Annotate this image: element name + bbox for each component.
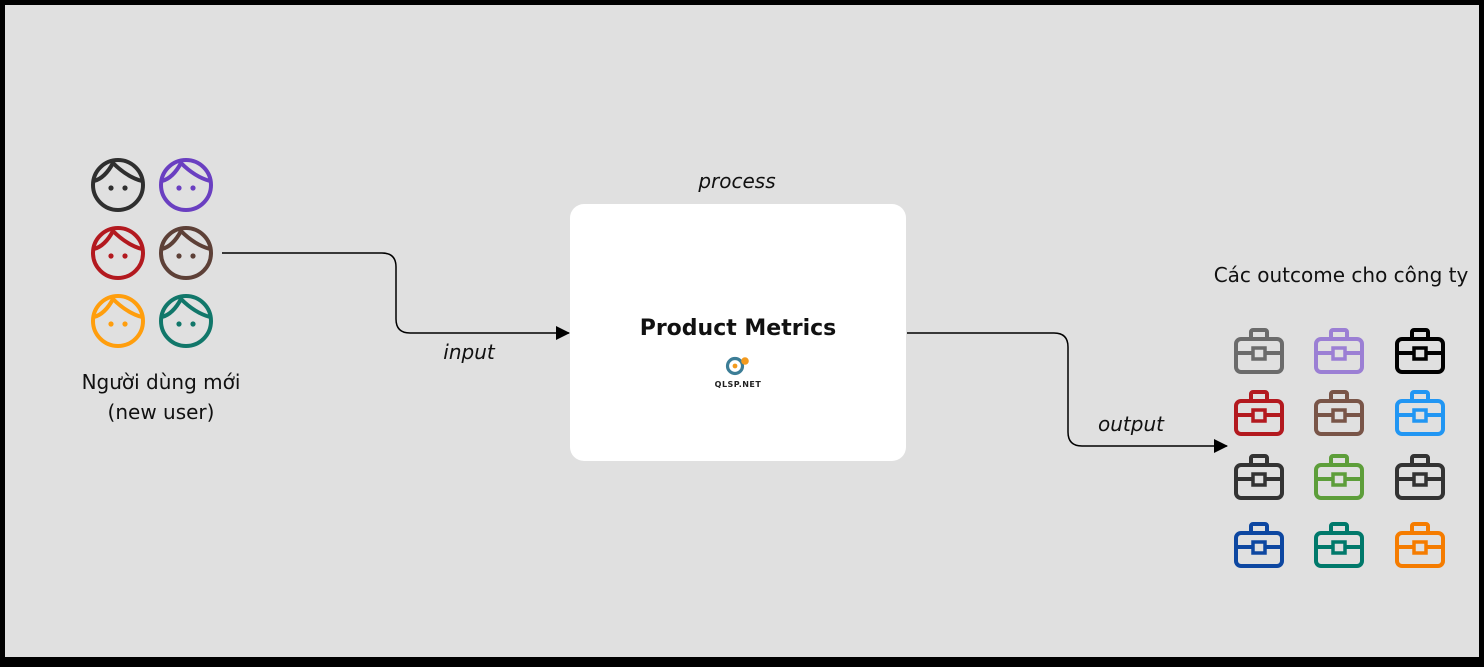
briefcase-icon bbox=[1395, 454, 1445, 500]
user-face-icon bbox=[91, 226, 145, 280]
briefcase-icon bbox=[1234, 390, 1284, 436]
new-user-caption: Người dùng mới (new user) bbox=[51, 367, 271, 427]
qlsp-logo-icon bbox=[725, 356, 749, 376]
user-face-icon bbox=[91, 294, 145, 348]
user-face-icon bbox=[159, 226, 213, 280]
product-metrics-title: Product Metrics bbox=[639, 316, 837, 341]
qlsp-brand-text: QLSP.NET bbox=[714, 380, 762, 389]
briefcase-icon bbox=[1234, 328, 1284, 374]
new-user-caption-line1: Người dùng mới bbox=[81, 370, 241, 394]
input-label: input bbox=[443, 340, 495, 364]
briefcase-icon bbox=[1234, 454, 1284, 500]
briefcase-icon bbox=[1314, 328, 1364, 374]
user-face-icon bbox=[159, 294, 213, 348]
briefcase-icon bbox=[1395, 522, 1445, 568]
user-face-icon bbox=[159, 158, 213, 212]
outcomes-title: Các outcome cho công ty bbox=[1213, 263, 1469, 287]
briefcase-icon bbox=[1314, 390, 1364, 436]
output-connector-arrow bbox=[907, 332, 1228, 453]
user-faces bbox=[91, 158, 213, 348]
briefcase-icon bbox=[1314, 522, 1364, 568]
briefcase-icon bbox=[1314, 454, 1364, 500]
briefcase-icon bbox=[1395, 390, 1445, 436]
diagram-graphics bbox=[91, 158, 1445, 568]
output-label: output bbox=[1098, 412, 1164, 436]
input-connector-arrow bbox=[222, 252, 570, 340]
briefcase-icon bbox=[1395, 328, 1445, 374]
process-label: process bbox=[698, 169, 776, 193]
user-face-icon bbox=[91, 158, 145, 212]
new-user-caption-line2: (new user) bbox=[107, 400, 215, 424]
outcome-briefcases bbox=[1234, 328, 1445, 568]
briefcase-icon bbox=[1234, 522, 1284, 568]
product-metrics-box: Product Metrics QLSP.NET bbox=[570, 204, 906, 461]
